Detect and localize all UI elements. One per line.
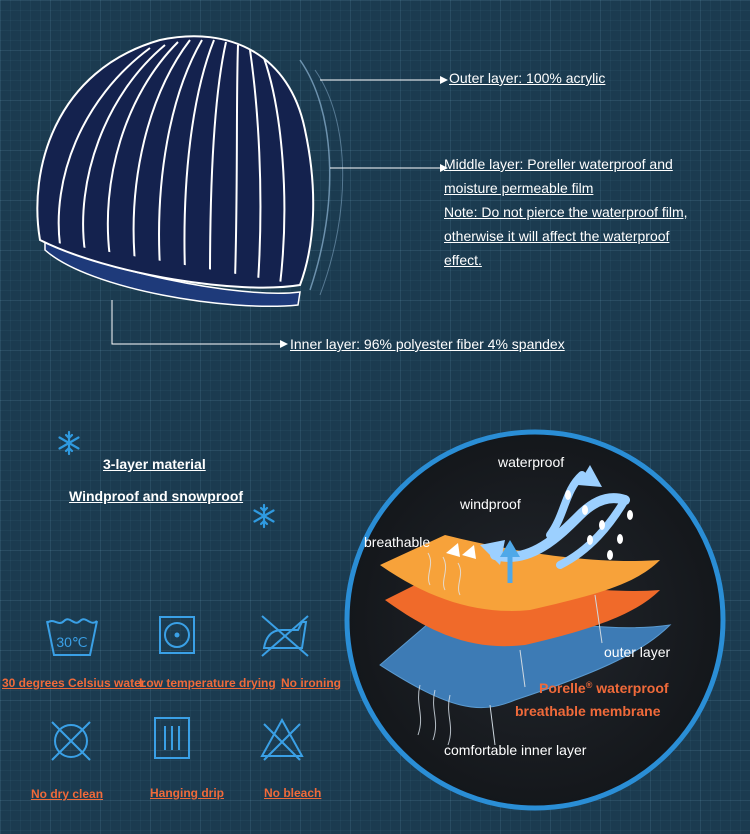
middle-layer-note-line-2: otherwise it will affect the waterproof: [444, 228, 670, 244]
care-label-dry-clean: No dry clean: [31, 787, 104, 801]
feature-windproof: Windproof and snowproof: [69, 488, 244, 504]
care-label-bleach: No bleach: [264, 786, 322, 800]
middle-layer-line-2: moisture permeable film: [444, 180, 594, 196]
no-bleach-icon: [260, 717, 304, 761]
inner-layer-label: Inner layer: 96% polyester fiber 4% span…: [290, 336, 565, 352]
waterproof-label: waterproof: [497, 454, 564, 470]
membrane-label-line-2: breathable membrane: [515, 703, 661, 719]
windproof-label: windproof: [459, 496, 521, 512]
wash-temperature: 30℃: [56, 634, 87, 650]
outer-layer-diagram-label: outer layer: [604, 644, 670, 660]
inner-layer-diagram-label: comfortable inner layer: [444, 742, 587, 758]
middle-layer-line-1: Middle layer: Poreller waterproof and: [444, 156, 673, 172]
feature-three-layer: 3-layer material: [103, 456, 206, 472]
care-label-wash: 30 degrees Celsius water: [2, 676, 146, 690]
breathable-label: breathable: [364, 534, 430, 550]
wash-30-icon: 30℃: [46, 618, 98, 656]
outer-layer-label: Outer layer: 100% acrylic: [449, 70, 606, 86]
no-ironing-icon: [261, 615, 309, 657]
care-label-hang: Hanging drip: [150, 786, 224, 800]
middle-layer-note-line-3: effect.: [444, 252, 482, 268]
snowflake-icon: [58, 430, 80, 456]
no-dry-clean-icon: [51, 721, 91, 761]
snowflake-icon: [253, 503, 275, 529]
hanging-drip-icon: [154, 717, 190, 759]
middle-layer-note-line-1: Note: Do not pierce the waterproof film,: [444, 204, 688, 220]
care-label-dry: Low temperature drying: [139, 676, 276, 690]
care-label-iron: No ironing: [281, 676, 341, 690]
tumble-dry-low-icon: [159, 616, 195, 654]
layer-diagram: waterproof windproof breathable outer la…: [344, 429, 726, 811]
membrane-label-line-1: Porelle® waterproof: [539, 680, 669, 696]
